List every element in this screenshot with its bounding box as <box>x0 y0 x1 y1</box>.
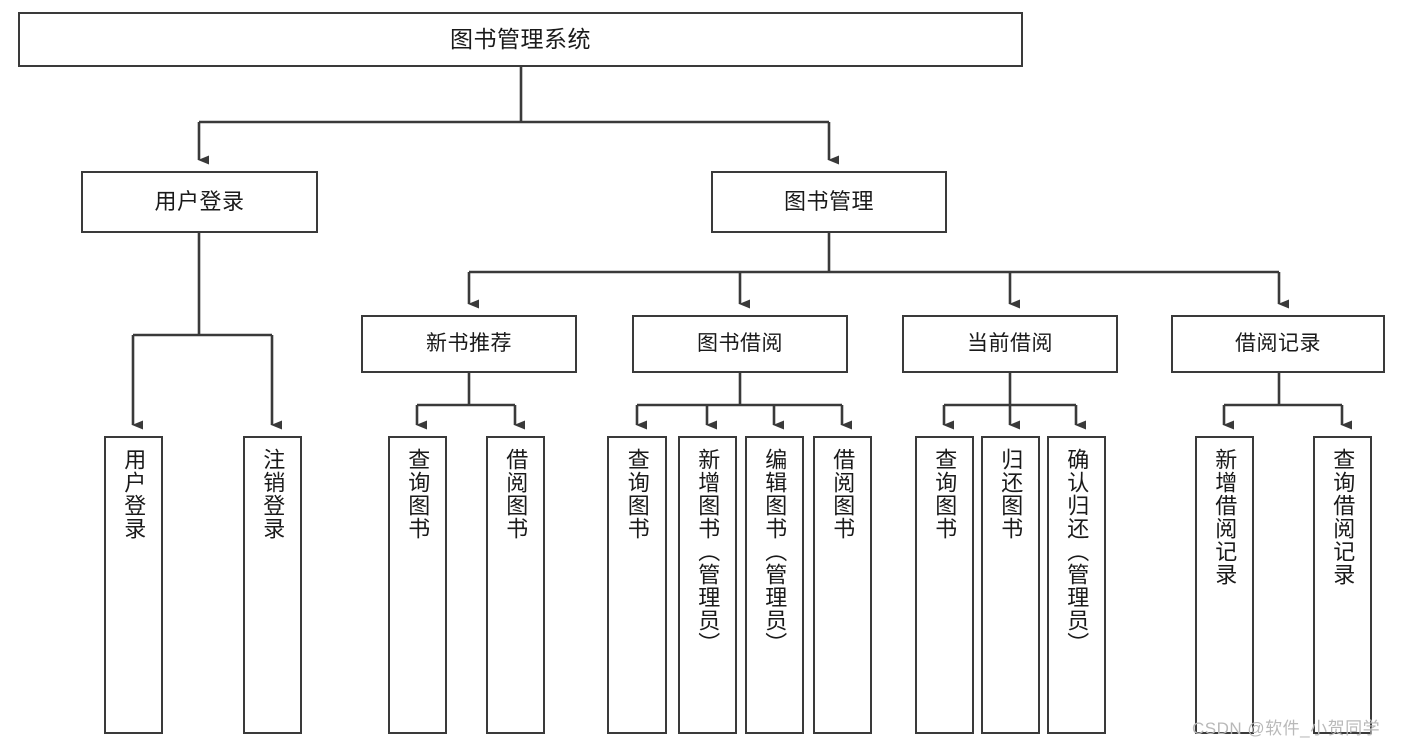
leaf-return-book[interactable]: 归还图书 <box>981 436 1040 734</box>
leaf-user-login[interactable]: 用户登录 <box>104 436 163 734</box>
node-label: 新书推荐 <box>426 331 512 355</box>
node-label: 确认归还（管理员） <box>1064 448 1090 655</box>
node-label: 新增借阅记录 <box>1212 448 1238 586</box>
node-label: 查询图书 <box>624 448 650 540</box>
node-label: 查询图书 <box>405 448 431 540</box>
node-new-book-recommend[interactable]: 新书推荐 <box>361 315 577 373</box>
node-label: 当前借阅 <box>967 331 1053 355</box>
leaf-query-borrow-record[interactable]: 查询借阅记录 <box>1313 436 1372 734</box>
leaf-borrow-book-recommend[interactable]: 借阅图书 <box>486 436 545 734</box>
node-label: 用户登录 <box>154 189 245 215</box>
leaf-query-book-current[interactable]: 查询图书 <box>915 436 974 734</box>
node-label: 借阅图书 <box>830 448 856 540</box>
node-current-borrow[interactable]: 当前借阅 <box>902 315 1118 373</box>
node-label: 编辑图书（管理员） <box>762 448 788 655</box>
leaf-edit-book-admin[interactable]: 编辑图书（管理员） <box>745 436 804 734</box>
node-label: 用户登录 <box>121 448 147 540</box>
node-root-system[interactable]: 图书管理系统 <box>18 12 1023 67</box>
node-book-borrow[interactable]: 图书借阅 <box>632 315 848 373</box>
leaf-logout[interactable]: 注销登录 <box>243 436 302 734</box>
node-label: 借阅记录 <box>1235 331 1321 355</box>
node-label: 查询图书 <box>932 448 958 540</box>
leaf-borrow-book[interactable]: 借阅图书 <box>813 436 872 734</box>
leaf-query-book[interactable]: 查询图书 <box>607 436 667 734</box>
csdn-watermark: CSDN @软件_小贺同学 <box>1192 719 1381 738</box>
node-label: 查询借阅记录 <box>1330 448 1356 586</box>
leaf-query-book-recommend[interactable]: 查询图书 <box>388 436 447 734</box>
node-label: 图书借阅 <box>697 331 783 355</box>
node-label: 注销登录 <box>260 448 286 540</box>
node-label: 图书管理 <box>783 189 874 215</box>
node-user-login-module[interactable]: 用户登录 <box>81 171 318 233</box>
leaf-add-borrow-record[interactable]: 新增借阅记录 <box>1195 436 1254 734</box>
node-label: 新增图书（管理员） <box>695 448 721 655</box>
node-label: 借阅图书 <box>503 448 529 540</box>
leaf-add-book-admin[interactable]: 新增图书（管理员） <box>678 436 737 734</box>
node-book-management-module[interactable]: 图书管理 <box>711 171 947 233</box>
node-label: 图书管理系统 <box>450 25 591 52</box>
leaf-confirm-return-admin[interactable]: 确认归还（管理员） <box>1047 436 1106 734</box>
node-borrow-record[interactable]: 借阅记录 <box>1171 315 1385 373</box>
node-label: 归还图书 <box>998 448 1024 540</box>
